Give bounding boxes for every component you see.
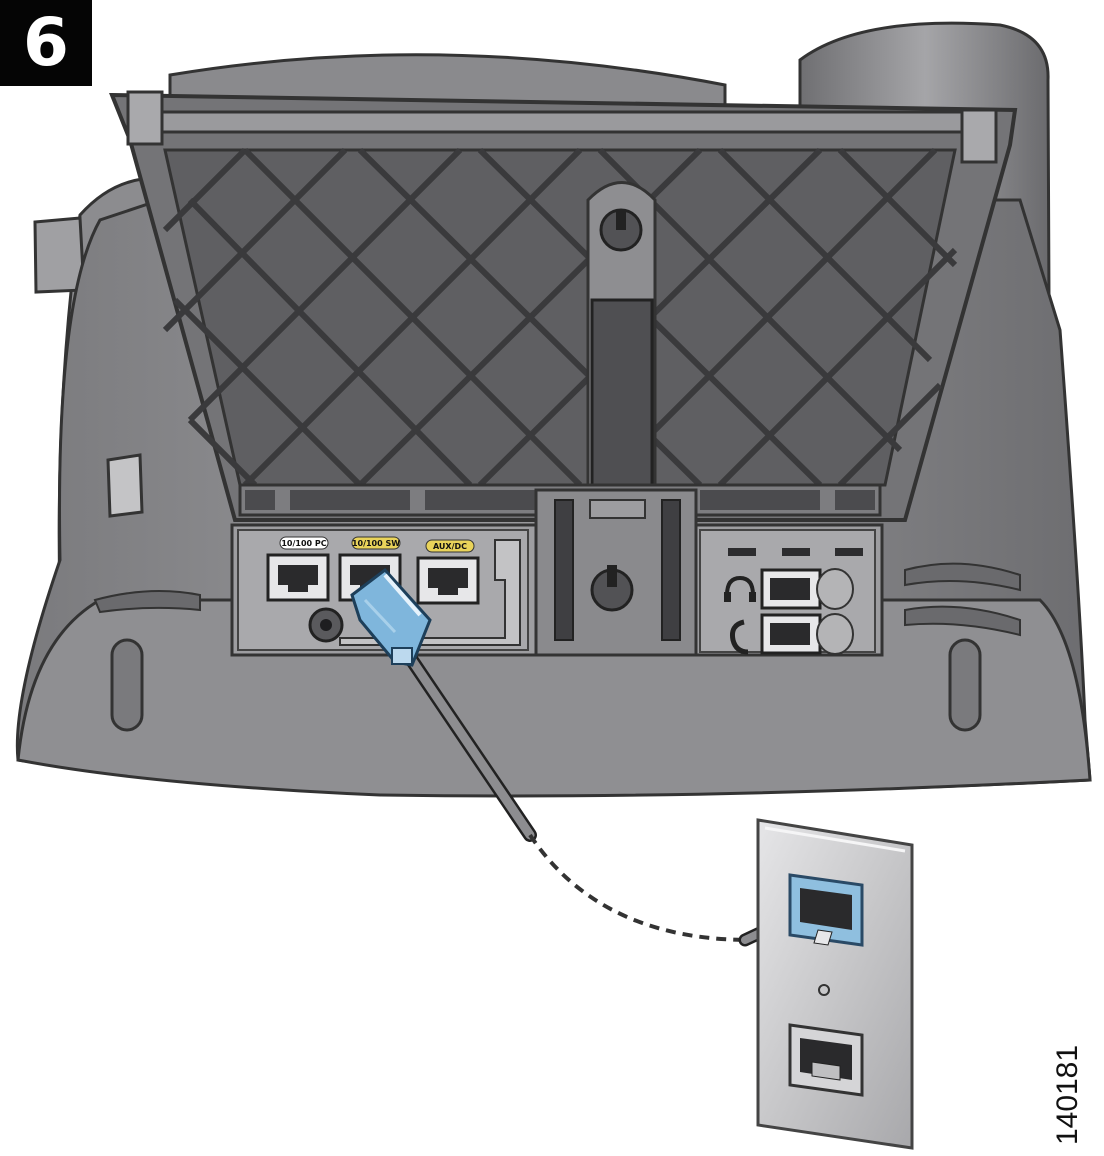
port-label-aux: AUX/DC	[425, 539, 475, 553]
port-label-sw: 10/100 SW	[351, 536, 401, 550]
dc-power-jack[interactable]	[308, 607, 344, 643]
port-label-text: AUX/DC	[433, 542, 467, 551]
port-label-text: 10/100 PC	[281, 539, 326, 548]
wall-phone-jack[interactable]	[788, 1023, 864, 1097]
pc-port[interactable]	[266, 553, 330, 602]
wall-jack-plate	[756, 818, 914, 1150]
wall-network-jack[interactable]	[788, 873, 864, 947]
headset-port[interactable]	[760, 568, 854, 610]
figure-id-text: 140181	[1051, 1044, 1084, 1146]
step-number-badge: 6	[0, 0, 92, 86]
footstand-frame	[109, 90, 1018, 522]
headset-icon	[724, 575, 756, 602]
port-label-pc: 10/100 PC	[279, 536, 329, 550]
handset-icon	[730, 619, 749, 655]
connector-panel: 10/100 PC 10/100 SW AUX/DC	[230, 488, 884, 657]
port-label-text: 10/100 SW	[352, 539, 400, 548]
aux-port[interactable]	[416, 556, 480, 605]
handset-port[interactable]	[760, 613, 854, 655]
ethernet-plug[interactable]	[350, 567, 432, 667]
